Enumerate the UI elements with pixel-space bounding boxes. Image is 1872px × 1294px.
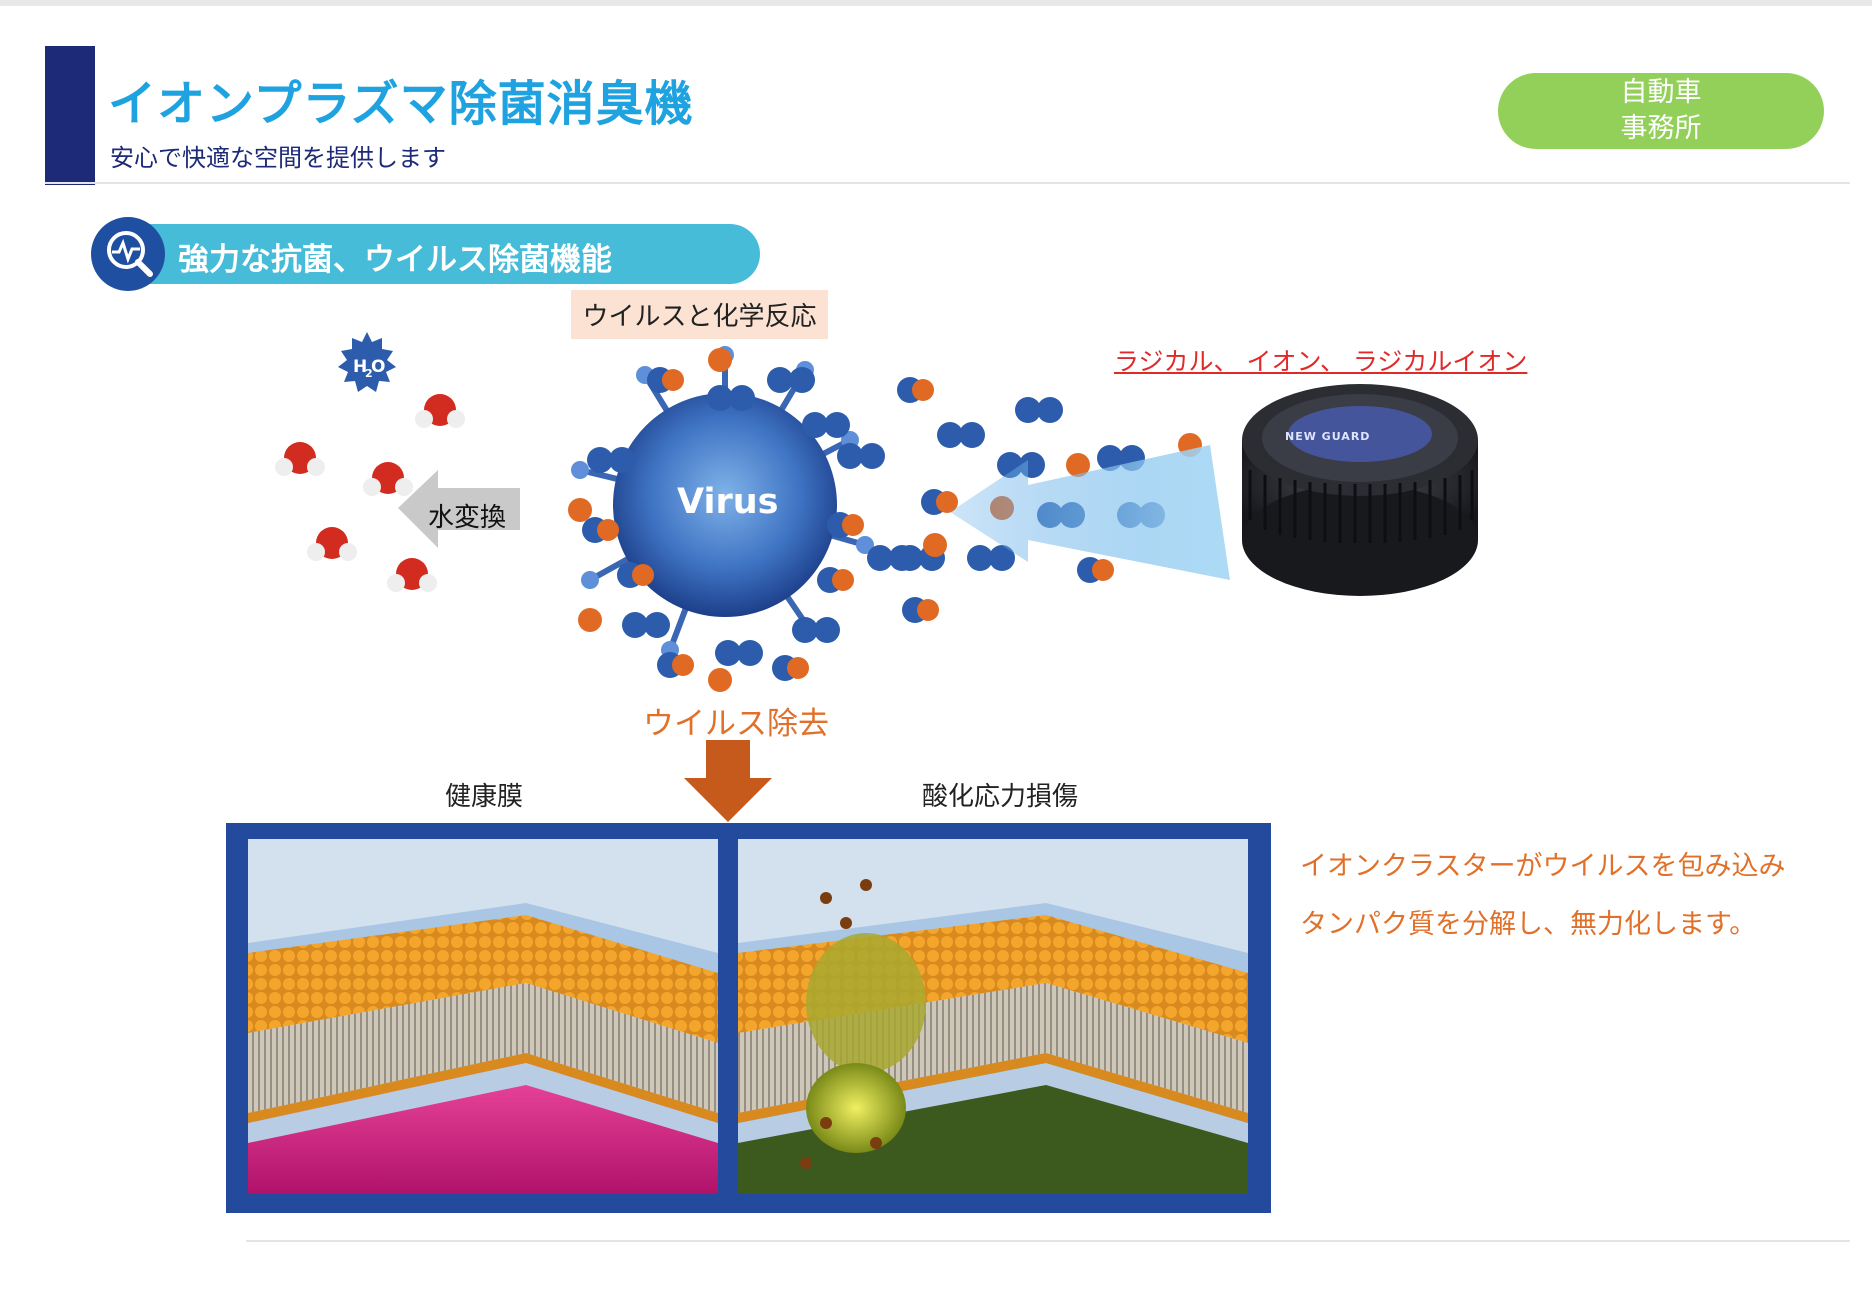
category-badge: 自動車 事務所: [1498, 73, 1824, 149]
damaged-membrane-label: 酸化応力損傷: [922, 782, 1079, 812]
section-title: 強力な抗菌、ウイルス除菌機能: [178, 242, 612, 278]
footer-divider: [246, 1240, 1850, 1242]
damaged-membrane-panel: [738, 839, 1248, 1194]
badge-line-2: 事務所: [1620, 113, 1702, 144]
description: イオンクラスターがウイルスを包み込み タンパク質を分解し、無力化します。: [1300, 838, 1785, 954]
ion-emission-arrow: [950, 445, 1230, 580]
svg-text:H: H: [353, 357, 367, 377]
ion-reaction-diagram: H 2 O: [275, 332, 1478, 692]
title-accent-bar: [45, 46, 95, 185]
h2o-badge: H 2 O: [338, 332, 396, 392]
cell-membrane-illustration: [226, 823, 1271, 1213]
radical-label: ラジカル、 イオン、 ラジカルイオン: [1114, 347, 1528, 376]
badge-line-1: 自動車: [1620, 77, 1702, 108]
description-line-1: イオンクラスターがウイルスを包み込み: [1300, 851, 1786, 882]
header-divider: [45, 182, 1850, 184]
healthy-membrane-panel: [248, 839, 718, 1194]
water-molecules: [275, 394, 465, 592]
water-conversion-label: 水変換: [428, 503, 507, 533]
section-heading-bar: [118, 224, 760, 284]
page-subtitle: 安心で快適な空間を提供します: [110, 144, 446, 172]
top-border: [0, 0, 1872, 6]
magnifier-pulse-icon: [91, 217, 165, 291]
page-title: イオンプラズマ除菌消臭機: [108, 76, 694, 132]
svg-text:O: O: [371, 357, 385, 377]
svg-text:2: 2: [365, 367, 373, 380]
device-brand: NEW GUARD: [1285, 430, 1371, 443]
down-arrow-icon: [684, 740, 772, 822]
description-line-2: タンパク質を分解し、無力化します。: [1300, 909, 1757, 940]
air-purifier-device: [1242, 384, 1478, 596]
virus-body: [613, 393, 837, 617]
chem-reaction-label: ウイルスと化学反応: [571, 290, 828, 339]
healthy-membrane-label: 健康膜: [445, 782, 524, 812]
ion-particles: [568, 348, 945, 692]
virus-label: Virus: [677, 482, 779, 522]
water-conversion-arrow: [398, 470, 520, 548]
virus-removal-label: ウイルス除去: [643, 706, 829, 742]
